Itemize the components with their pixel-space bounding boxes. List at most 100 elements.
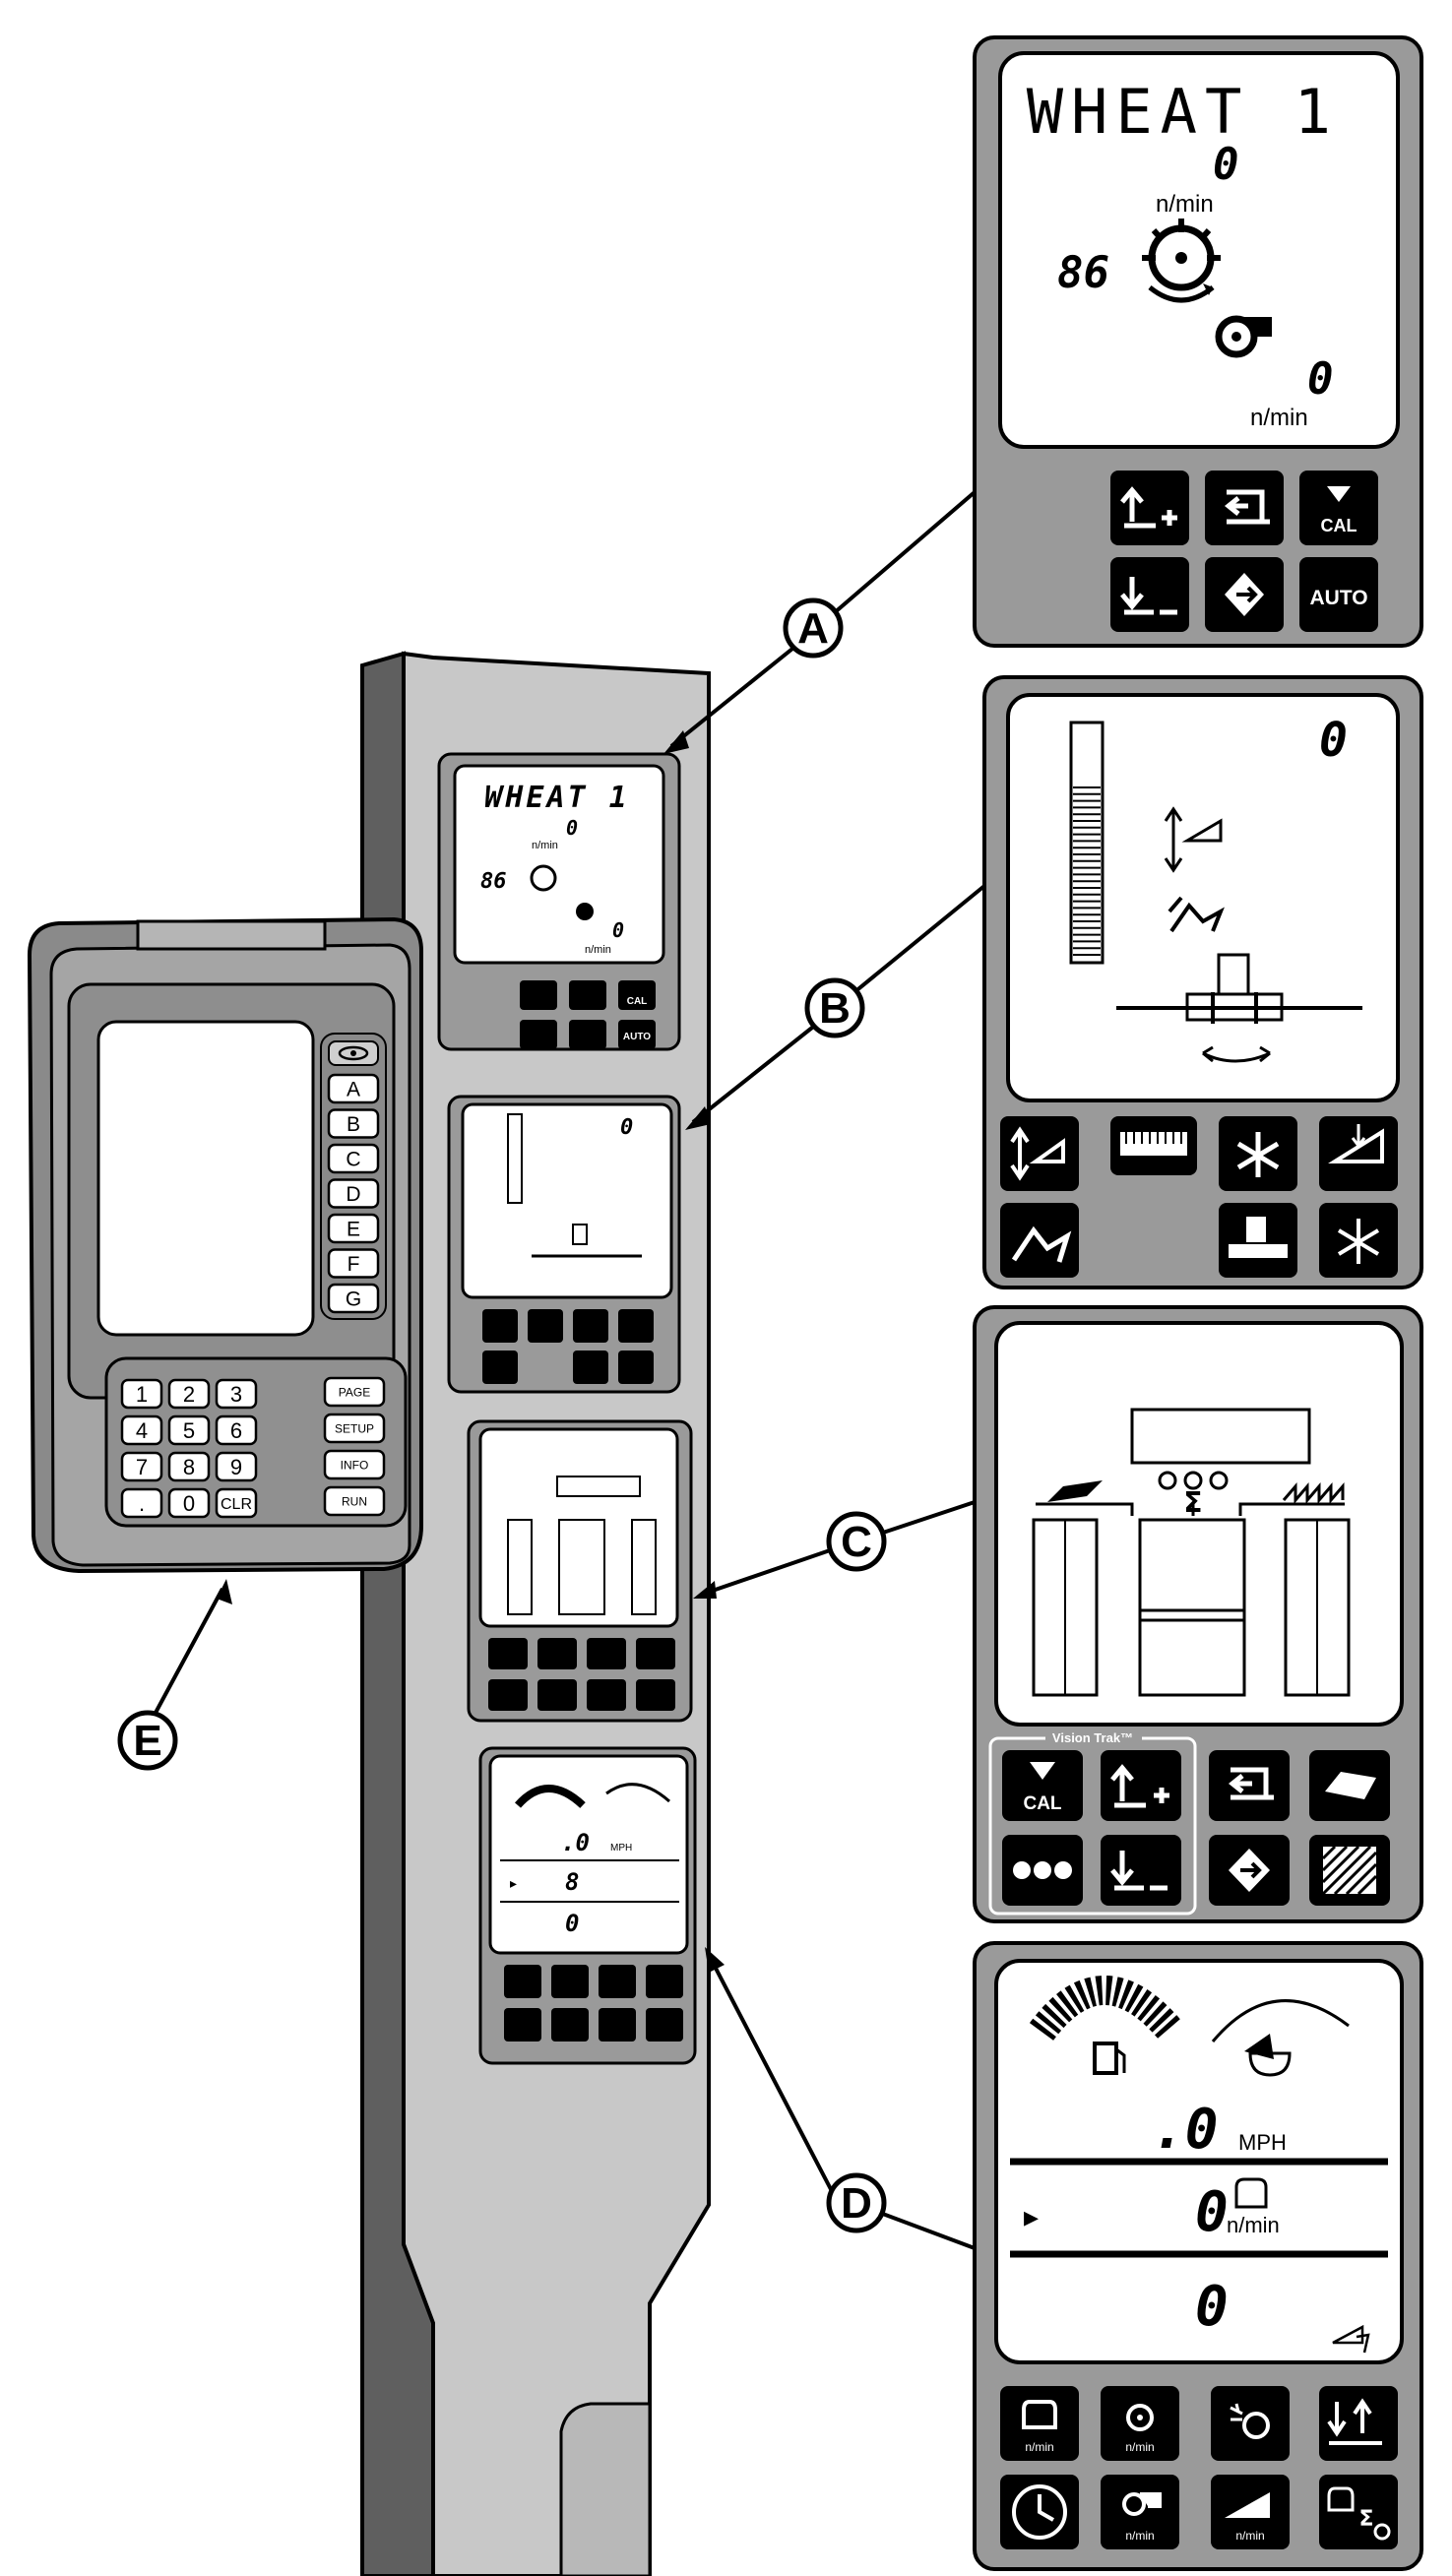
svg-text:INFO: INFO (341, 1458, 369, 1472)
post-a-drum-icon (530, 864, 557, 892)
letter-key-f[interactable]: F (327, 1248, 380, 1279)
temperature-gauge-icon (1211, 1999, 1350, 2077)
fan-speed-button[interactable]: n/min (1101, 2475, 1179, 2549)
up-plus-button[interactable] (1110, 471, 1189, 545)
spreader-button[interactable] (1319, 1203, 1398, 1278)
svg-text:Σ: Σ (1358, 2507, 1373, 2532)
svg-text:B: B (819, 984, 851, 1033)
numeric-key-clr[interactable]: CLR (215, 1487, 258, 1519)
numeric-key-decimal[interactable]: . (120, 1487, 163, 1519)
down-minus-button[interactable] (1101, 1835, 1181, 1906)
svg-text:n/min: n/min (532, 840, 558, 851)
enter-button[interactable] (1205, 557, 1284, 632)
tilt-button[interactable] (1319, 1116, 1398, 1191)
feeder-speed-button[interactable]: n/min (1211, 2475, 1290, 2549)
monitor-screen (96, 1020, 315, 1337)
grain-button[interactable] (1309, 1750, 1390, 1821)
svg-text:CAL: CAL (627, 996, 648, 1007)
vision-trak-label: Vision Trak™ (1052, 1730, 1133, 1745)
enter-button[interactable] (1209, 1835, 1290, 1906)
info-key[interactable]: INFO (323, 1449, 386, 1480)
leader-arrowheads (217, 730, 725, 1973)
rotate-button[interactable] (1219, 1116, 1297, 1191)
numeric-key-3[interactable]: 3 (215, 1378, 258, 1410)
svg-text:AUTO: AUTO (1309, 587, 1367, 609)
svg-text:D: D (841, 2179, 872, 2228)
rotor-button[interactable] (1211, 2386, 1290, 2461)
numeric-key-4[interactable]: 4 (120, 1414, 163, 1446)
header-button[interactable] (1219, 1203, 1297, 1278)
reel-ratio-icon (1332, 2324, 1370, 2354)
letter-key-d[interactable]: D (327, 1178, 380, 1209)
setup-key[interactable]: SETUP (323, 1413, 386, 1444)
run-key[interactable]: RUN (323, 1485, 386, 1517)
numeric-key-0[interactable]: 0 (167, 1487, 211, 1519)
fan-icon (1215, 315, 1272, 358)
pattern-button[interactable] (1309, 1835, 1390, 1906)
svg-text:▸: ▸ (510, 1875, 517, 1891)
speed-value: .0 (1152, 2098, 1218, 2162)
panel-d: .0 MPH ▸ 0 n/min 0 n/min n/min (973, 1941, 1423, 2571)
svg-text:F: F (347, 1253, 360, 1276)
numeric-key-2[interactable]: 2 (167, 1378, 211, 1410)
clock-button[interactable] (1000, 2475, 1079, 2549)
cal-button[interactable]: CAL (1002, 1750, 1083, 1821)
page-key[interactable]: PAGE (323, 1376, 386, 1408)
callout-b: B (804, 977, 865, 1038)
svg-text:AUTO: AUTO (623, 1032, 651, 1042)
drum-speed-button[interactable]: n/min (1101, 2386, 1179, 2461)
auto-button[interactable]: AUTO (1299, 557, 1378, 632)
callout-a: A (783, 597, 844, 659)
unload-button[interactable] (1319, 2386, 1398, 2461)
svg-text:.: . (139, 1491, 145, 1516)
letter-key-c[interactable]: C (327, 1143, 380, 1174)
svg-text:0: 0 (183, 1491, 195, 1516)
svg-text:2: 2 (183, 1382, 195, 1407)
top-speed-unit: n/min (1156, 191, 1214, 218)
cal-button[interactable]: CAL (1299, 471, 1378, 545)
numeric-key-6[interactable]: 6 (215, 1414, 258, 1446)
svg-text:CAL: CAL (1023, 1793, 1061, 1814)
svg-text:0: 0 (565, 1910, 579, 1937)
svg-text:n/min: n/min (1125, 2529, 1154, 2543)
numeric-key-1[interactable]: 1 (120, 1378, 163, 1410)
post-module-d: .0 MPH ▸ 8 0 (478, 1746, 697, 2065)
numeric-key-8[interactable]: 8 (167, 1451, 211, 1482)
numeric-key-7[interactable]: 7 (120, 1451, 163, 1482)
svg-text:MPH: MPH (610, 1843, 632, 1853)
numeric-key-9[interactable]: 9 (215, 1451, 258, 1482)
sum-button[interactable]: Σ (1319, 2475, 1398, 2549)
letter-key-e[interactable]: E (327, 1213, 380, 1244)
engine-icon (1234, 2177, 1268, 2209)
return-button[interactable] (1205, 471, 1284, 545)
letter-key-a[interactable]: A (327, 1073, 380, 1104)
up-plus-button[interactable] (1101, 1750, 1181, 1821)
svg-text:n/min: n/min (1025, 2440, 1053, 2454)
panel-b-value: 0 (1319, 713, 1348, 768)
center-column (1138, 1518, 1246, 1697)
svg-text:CLR: CLR (221, 1496, 252, 1513)
svg-text:9: 9 (230, 1455, 242, 1479)
svg-text:E: E (347, 1219, 360, 1241)
numeric-key-5[interactable]: 5 (167, 1414, 211, 1446)
clock-icon (1012, 2484, 1067, 2540)
post-d-buttons (504, 1965, 683, 2042)
operator-icon (1168, 896, 1225, 933)
header-icon (1116, 953, 1362, 1063)
engine-speed-button[interactable]: n/min (1000, 2386, 1079, 2461)
down-minus-button[interactable] (1110, 557, 1189, 632)
fuel-gauge-icon (1029, 1976, 1183, 2075)
svg-text:A: A (347, 1079, 360, 1101)
dots-button[interactable] (1002, 1835, 1083, 1906)
reel-button[interactable] (1110, 1116, 1197, 1175)
height-button[interactable] (1000, 1116, 1079, 1191)
eye-key[interactable] (328, 1040, 379, 1066)
operator-button[interactable] (1000, 1203, 1079, 1278)
svg-text:0: 0 (566, 816, 578, 840)
letter-key-g[interactable]: G (327, 1283, 380, 1314)
letter-key-b[interactable]: B (327, 1108, 380, 1139)
return-button[interactable] (1209, 1750, 1290, 1821)
svg-text:CAL: CAL (1321, 516, 1357, 535)
callout-d: D (826, 2172, 887, 2233)
